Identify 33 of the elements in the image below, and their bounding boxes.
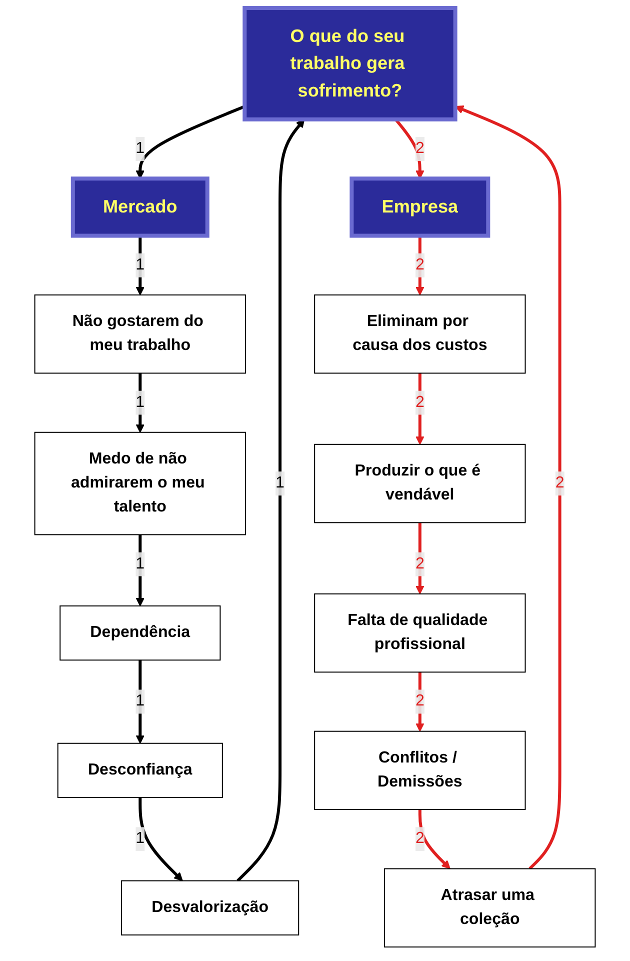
- edge-label: 2: [415, 692, 424, 710]
- edge-label: 1: [136, 256, 145, 274]
- edge-label: 1: [136, 394, 145, 411]
- node-box: Dependência: [60, 605, 221, 661]
- arrow: [136, 534, 145, 606]
- node-box: Produzir o que é vendável: [314, 444, 526, 524]
- arrow: [418, 810, 450, 870]
- edge-label: 1: [136, 830, 145, 848]
- node-box: Medo de não admirarem o meu talento: [34, 432, 246, 536]
- arrow: [138, 798, 183, 882]
- node-box: Atrasar uma coleção: [384, 868, 596, 948]
- node-box: Eliminam por causa dos custos: [314, 294, 526, 374]
- edge-label: 2: [555, 474, 564, 492]
- edge-label: 1: [276, 474, 284, 492]
- edge-label: 1: [136, 692, 145, 710]
- node-box: Desvalorização: [121, 880, 300, 936]
- edge-label: 1: [136, 555, 145, 572]
- node-box: Desconfiança: [57, 742, 223, 798]
- edge-label: 2: [415, 140, 424, 157]
- arrow: [136, 660, 145, 744]
- edge-label: 2: [415, 256, 424, 274]
- node-box: Falta de qualidade profissional: [314, 593, 526, 673]
- edge-label: 2: [415, 830, 424, 848]
- edge-label: 1: [136, 140, 145, 157]
- node-box: Conflitos / Demissões: [314, 730, 526, 810]
- node-box: Mercado: [70, 176, 210, 238]
- edge-label: 2: [415, 394, 424, 411]
- node-box: Não gostarem do meu trabalho: [34, 294, 246, 374]
- arrow: [136, 236, 145, 296]
- node-box: O que do seu trabalho gera sofrimento?: [242, 6, 458, 122]
- arrow: [136, 373, 145, 433]
- node-box: Empresa: [350, 176, 490, 238]
- edge-label: 2: [415, 555, 424, 572]
